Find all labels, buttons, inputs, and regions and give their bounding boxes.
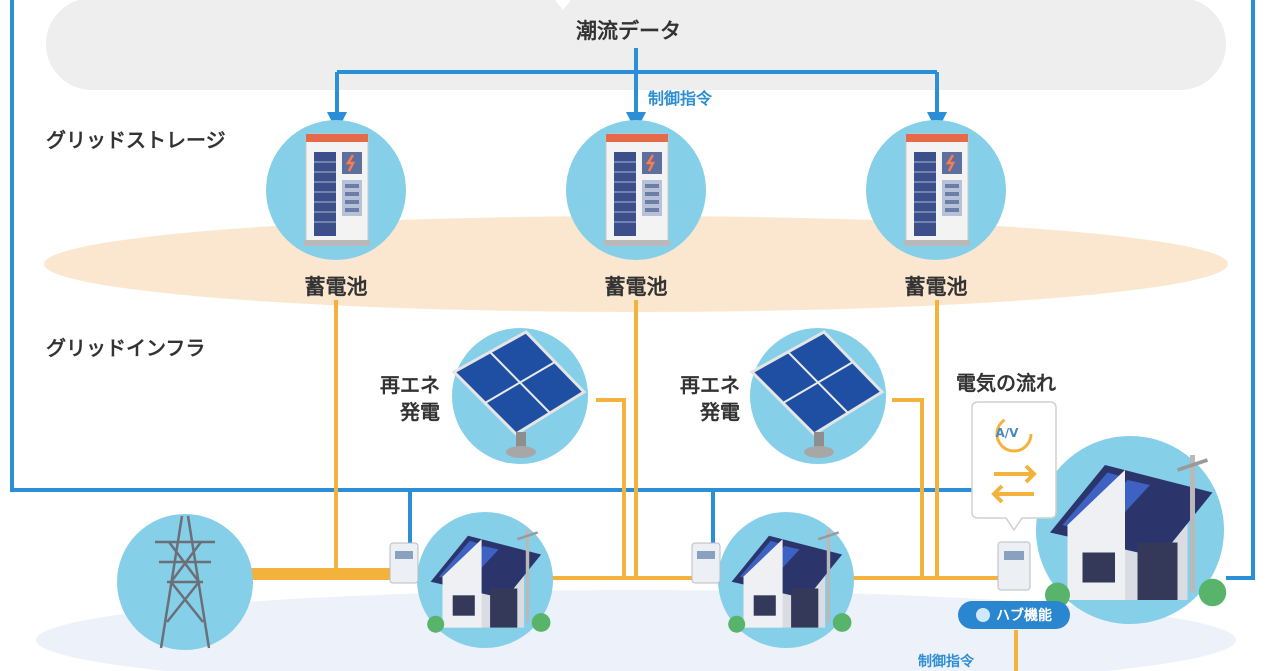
battery-storage-icon xyxy=(266,120,406,260)
section-label-storage: グリッドストレージ xyxy=(46,128,226,152)
solar-label-line2: 発電 xyxy=(400,400,440,424)
solar-label: 再エネ 発電 xyxy=(660,372,740,426)
battery-storage-icon xyxy=(566,120,706,260)
hub-label: ハブ機能 xyxy=(996,608,1052,624)
hub-badge: ハブ機能 xyxy=(958,601,1070,629)
data-flow-label: 潮流データ xyxy=(576,19,681,43)
section-label-infra: グリッドインフラ xyxy=(46,336,206,360)
hub-icon xyxy=(976,608,990,622)
battery-label: 蓄電池 xyxy=(904,275,968,299)
solar-label: 再エネ 発電 xyxy=(360,372,440,426)
solar-house-icon xyxy=(1036,436,1226,624)
smart-meter-icon xyxy=(997,541,1031,591)
solar-label-line2: 発電 xyxy=(700,400,740,424)
battery-label: 蓄電池 xyxy=(304,275,368,299)
meter-display: A/V xyxy=(995,426,1019,440)
solar-panel-icon xyxy=(750,328,886,464)
bottom-control-command-label: 制御指令 xyxy=(918,654,974,670)
solar-house-icon xyxy=(417,512,553,648)
power-lines xyxy=(250,300,1000,580)
solar-panel-icon xyxy=(452,328,588,464)
bidirectional-arrows-icon xyxy=(991,464,1037,504)
battery-storage-icon xyxy=(866,120,1006,260)
solar-label-line1: 再エネ xyxy=(380,373,440,397)
ground-band xyxy=(36,590,1236,671)
power-flow-label: 電気の流れ xyxy=(956,371,1056,395)
solar-house-icon xyxy=(718,512,854,648)
power-flow-callout xyxy=(971,401,1057,532)
transmission-tower-icon xyxy=(117,514,253,650)
solar-label-line1: 再エネ xyxy=(680,373,740,397)
data-flow-band xyxy=(46,0,1226,90)
control-command-arrows xyxy=(327,48,947,132)
smart-meter-icon xyxy=(691,542,721,584)
smart-meter-icon xyxy=(389,542,419,584)
control-command-label: 制御指令 xyxy=(648,89,713,108)
battery-label: 蓄電池 xyxy=(604,275,668,299)
communication-lines xyxy=(10,0,1255,580)
